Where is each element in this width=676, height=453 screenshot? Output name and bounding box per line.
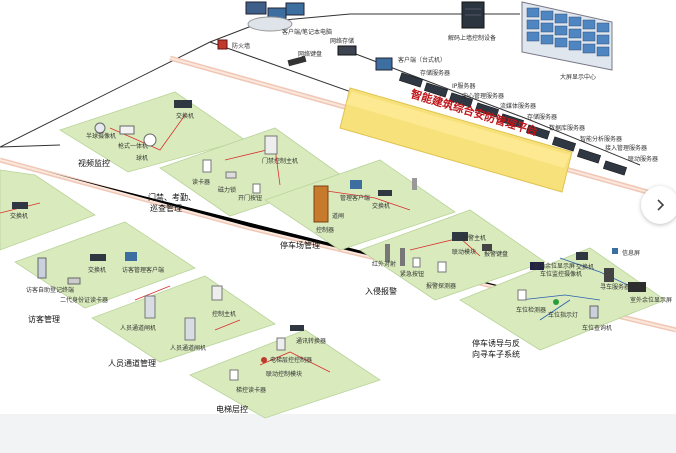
i-probe-label: 报警探测器 (426, 282, 456, 290)
net-keyboard-label: 网络键盘 (298, 50, 322, 58)
vis-switch-label: 交换机 (88, 266, 106, 274)
zone-access-title-1: 门禁、考勤、 (148, 192, 196, 202)
srv-db-label: 数据库服务器 (549, 124, 585, 132)
g-cam-label: 车位监控摄像机 (540, 270, 582, 278)
left-zone-switch: 交换机 (10, 202, 28, 220)
data-wiring (519, 257, 631, 321)
video-wall: 大屏显示中心 (521, 1, 613, 81)
p-ctrl-label: 控制器 (316, 226, 334, 234)
video-wall-label: 大屏显示中心 (560, 73, 596, 81)
visitor-devices: 交换机 访客自助登记终端 访客管理客户端 二代身份证读卡器 (26, 252, 164, 304)
zone-access-title-2: 巡查管理 (150, 203, 182, 213)
p-switch-label: 交换机 (372, 202, 390, 210)
zone-elevator-title: 电梯层控 (216, 404, 248, 414)
g-guide-label: 车位指示灯 (548, 311, 578, 319)
srv-ip-label: IP服务器 (452, 82, 475, 90)
p-client-label: 管理客户端 (340, 194, 370, 202)
v-switch-label: 交换机 (176, 112, 194, 120)
a-reader-label: 读卡器 (192, 178, 210, 186)
v-box-label: 枪式一体机 (118, 142, 148, 150)
network-keyboard: 网络键盘 (287, 50, 322, 67)
net-storage-label: 网络存储 (330, 37, 354, 45)
zone-visitor-platform (14, 221, 196, 309)
srv-access-label: 接入管理服务器 (605, 144, 647, 152)
elevator-devices: 通讯转换器 电梯层控控制器 联动控制模块 梯控读卡器 (229, 325, 326, 394)
g-display-label: 室内余位显示屏 (533, 262, 575, 270)
zone-guidance-title-1: 停车诱导与反 (472, 338, 520, 348)
zone-intrusion-title: 入侵报警 (365, 286, 397, 296)
c-gate2-label: 人员通道闸机 (170, 344, 206, 352)
g-switch-label: 交换机 (576, 263, 594, 271)
srv-center-label: 中心管理服务器 (462, 92, 504, 100)
e-module-label: 通讯转换器 (296, 337, 326, 345)
srv-storage2-label: 存储服务器 (527, 113, 557, 121)
c-gate1-label: 人员通道闸机 (120, 324, 156, 332)
network-storage: 网络存储 (330, 37, 357, 56)
client-desktop-label: 客户端（台式机） (398, 56, 446, 64)
guidance-devices: 室内余位显示屏 交换机 寻车服务器 室外余位显示屏 车位检测器 车位指示灯 车位… (516, 248, 672, 332)
server-labels: 存储服务器 IP服务器 中心管理服务器 流媒体服务器 存储服务器 数据库服务器 … (420, 69, 658, 163)
e-reader-label: 梯控读卡器 (236, 386, 266, 394)
srv-alarm-label: 联动服务器 (628, 155, 658, 163)
i-link-label: 联动模块 (452, 248, 476, 256)
decoder-rack: 解码上墙控制设备 (448, 1, 496, 42)
firewall: 防火墙 (217, 39, 250, 50)
parking-devices: 道闸 控制器 管理客户端 交换机 (313, 178, 417, 234)
e-board-label: 联动控制模块 (266, 370, 302, 378)
desktop-client: 客户端（台式机） (375, 56, 446, 71)
a-lock-label: 磁力锁 (218, 186, 236, 194)
v-dome-label: 球机 (136, 154, 148, 162)
g-server-label: 寻车服务器 (600, 283, 630, 291)
v-hemi-label: 半球摄像机 (86, 132, 116, 140)
g-detect-label: 车位检测器 (516, 306, 546, 314)
video-devices: 交换机 半球摄像机 枪式一体机 球机 (86, 100, 194, 162)
i-host-label: 报警主机 (462, 234, 486, 242)
zone-parking-title: 停车场管理 (280, 240, 320, 250)
i-glass-label: 紧急按钮 (400, 270, 424, 278)
vis-sw0-label: 交换机 (10, 212, 28, 220)
zone-parking-platform (264, 159, 456, 251)
srv-stream-label: 流媒体服务器 (500, 102, 536, 110)
zone-channel-platform (91, 275, 276, 363)
zone-video-title: 视频监控 (78, 158, 110, 168)
client-pc-label: 客户端/笔记本电脑 (282, 28, 332, 36)
zone-left-platform (0, 169, 96, 251)
g-query-label: 车位查询机 (582, 324, 612, 332)
access-devices: 门禁控制主机 读卡器 磁力锁 开门按钮 (192, 135, 298, 202)
srv-analysis-label: 智能分析服务器 (580, 135, 622, 143)
zone-channel-title: 人员通道管理 (108, 358, 156, 368)
channel-devices: 人员通道闸机 人员通道闸机 控制主机 (120, 285, 236, 352)
zone-platforms (0, 91, 666, 419)
zone-visitor-title: 访客管理 (28, 314, 60, 324)
vis-mgr-label: 访客管理客户端 (122, 266, 164, 274)
a-exit-label: 开门按钮 (238, 194, 262, 202)
client-workstations: 客户端/笔记本电脑 (245, 1, 332, 36)
g-screen-label: 室外余位显示屏 (630, 296, 672, 304)
zone-elevator-platform (189, 329, 381, 419)
vis-reader-label: 二代身份证读卡器 (60, 296, 108, 304)
intrusion-devices: 报警主机 红外对射 紧急按钮 报警探测器 报警键盘 联动模块 (372, 232, 508, 290)
firewall-label: 防火墙 (232, 42, 250, 50)
i-pir-label: 红外对射 (372, 260, 396, 268)
c-ctrl-label: 控制主机 (212, 310, 236, 318)
srv-storage-label: 存储服务器 (420, 69, 450, 77)
zone-intrusion-platform (359, 209, 546, 301)
e-ctrl-label: 电梯层控控制器 (270, 356, 312, 364)
a-controller-label: 门禁控制主机 (262, 157, 298, 165)
chevron-right-icon (657, 199, 665, 211)
g-led-label: 信息屏 (622, 249, 640, 257)
zone-guidance-title-2: 向寻车子系统 (472, 349, 520, 359)
i-kbd-label: 报警键盘 (484, 250, 508, 258)
next-slide-button[interactable] (641, 186, 676, 224)
vis-kiosk-label: 访客自助登记终端 (26, 286, 74, 294)
server-chain (398, 72, 628, 176)
decoder-label: 解码上墙控制设备 (448, 34, 496, 42)
p-gate-label: 道闸 (332, 212, 344, 220)
